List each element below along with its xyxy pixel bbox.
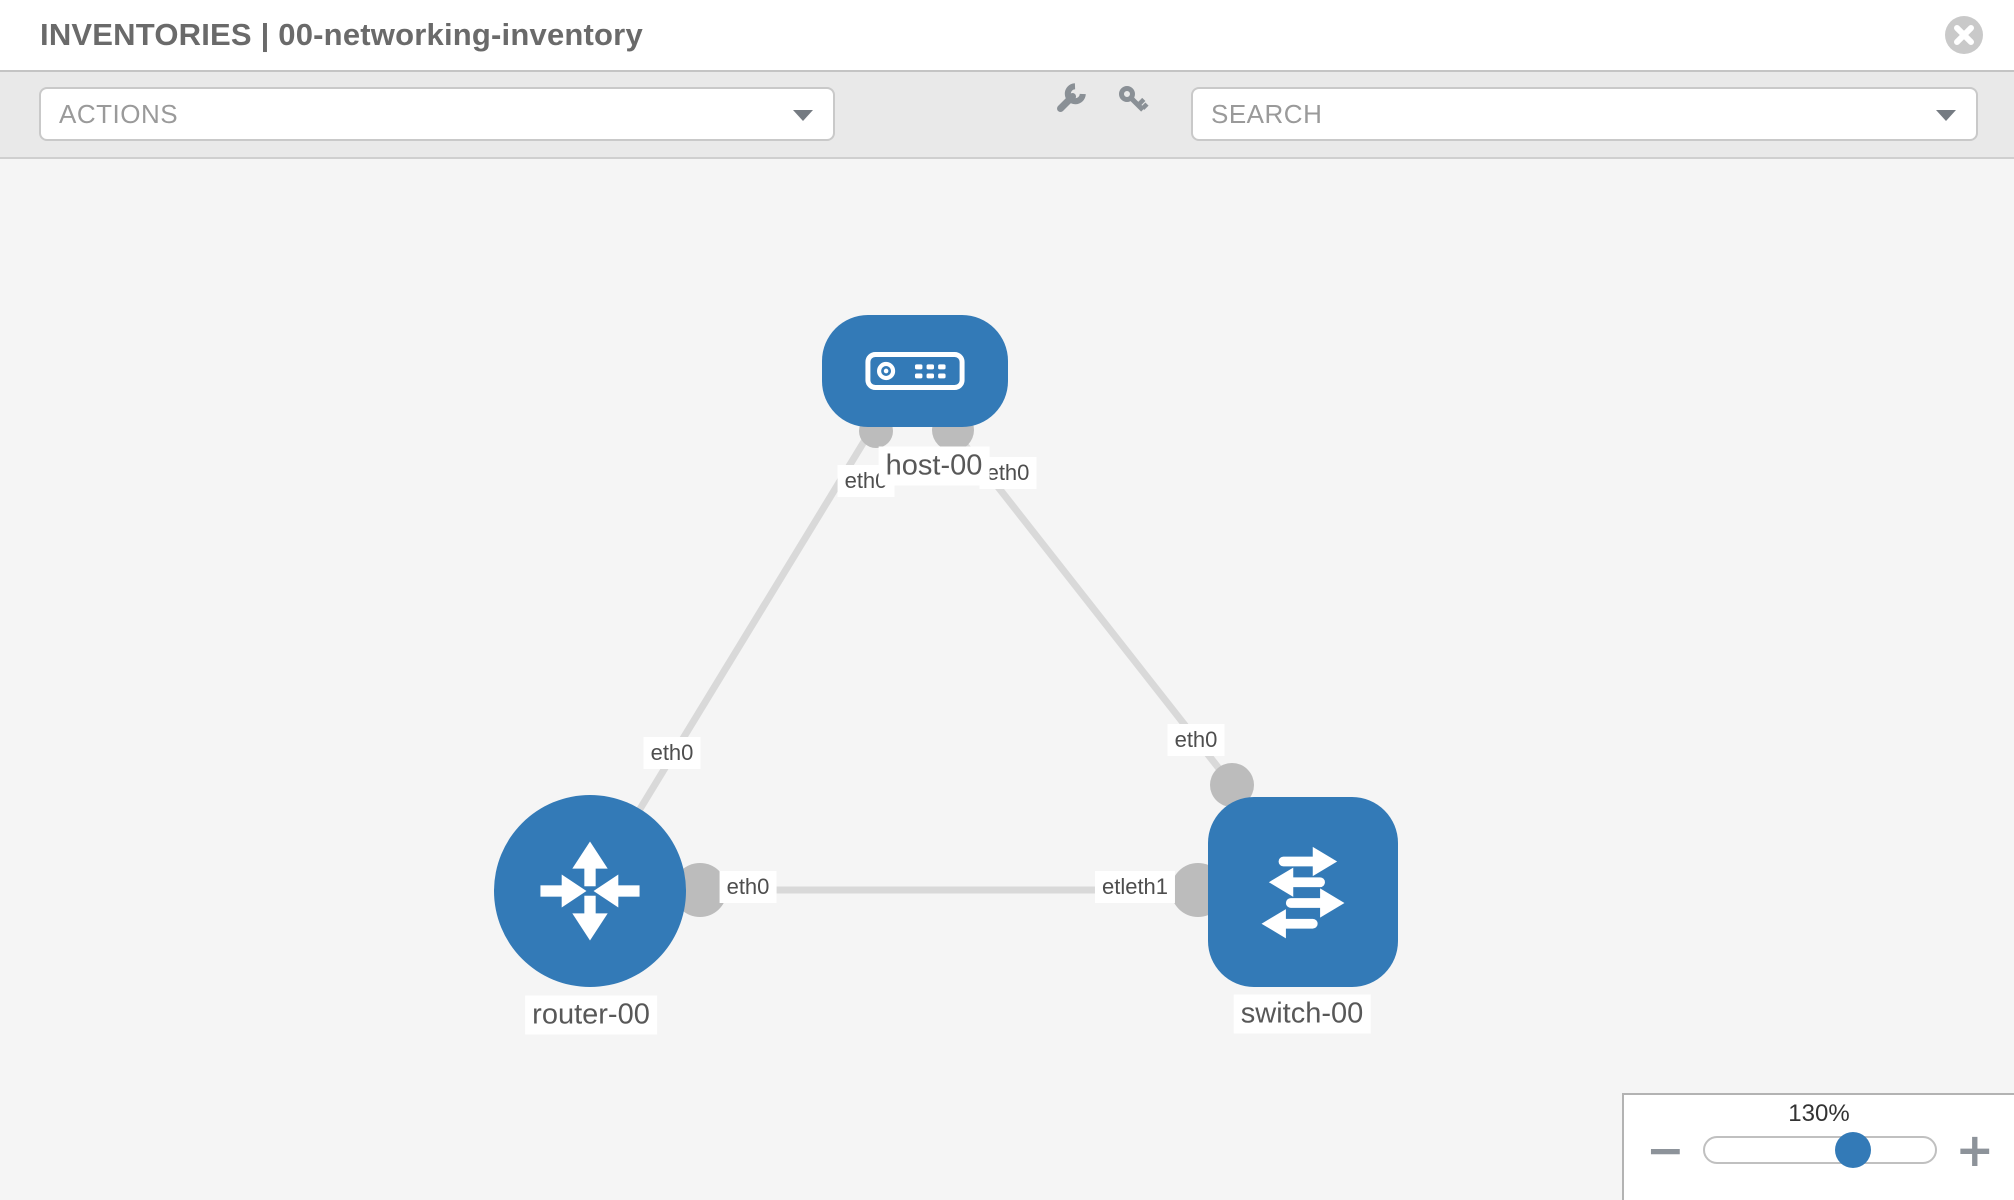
zoom-out-button[interactable]: − (1646, 1123, 1685, 1177)
node-label-router-00: router-00 (525, 995, 657, 1035)
topology-canvas[interactable]: eth0 eth0 eth0 eth0 eth0 etleth1 host-00… (0, 159, 2014, 1200)
node-label-switch-00: switch-00 (1233, 994, 1371, 1034)
actions-dropdown-label: ACTIONS (59, 99, 179, 129)
wrench-icon[interactable] (1052, 83, 1086, 117)
node-router-00[interactable] (494, 795, 686, 987)
interface-label: eth0 (719, 871, 777, 903)
zoom-panel: 130% − + (1622, 1093, 2014, 1200)
node-switch-00[interactable] (1208, 797, 1398, 987)
search-dropdown[interactable]: SEARCH (1191, 87, 1978, 141)
chevron-down-icon (1936, 110, 1956, 121)
switch-icon (1261, 846, 1345, 939)
close-icon[interactable] (1944, 15, 1984, 55)
zoom-in-button[interactable]: + (1955, 1123, 1994, 1177)
interface-label: eth0 (643, 737, 701, 769)
page-title: INVENTORIES | 00-networking-inventory (40, 17, 643, 52)
zoom-slider-track[interactable] (1702, 1132, 1938, 1168)
router-icon (540, 841, 640, 941)
zoom-level-readout: 130% (1788, 1100, 1850, 1127)
search-dropdown-label: SEARCH (1211, 99, 1323, 129)
chevron-down-icon (793, 110, 813, 121)
interface-label: etleth1 (1094, 871, 1176, 903)
interface-connector (673, 863, 727, 917)
actions-dropdown[interactable]: ACTIONS (39, 87, 835, 141)
header: INVENTORIES | 00-networking-inventory (0, 0, 2014, 72)
interface-connector (1210, 763, 1254, 807)
toolbar: ACTIONS SEARCH (0, 72, 2014, 159)
host-device-icon (865, 352, 965, 390)
node-label-host-00: host-00 (878, 446, 990, 486)
zoom-slider-knob[interactable] (1835, 1132, 1872, 1168)
node-host-00[interactable] (822, 315, 1008, 427)
key-icon[interactable] (1116, 83, 1150, 117)
interface-label: eth0 (1167, 724, 1225, 756)
